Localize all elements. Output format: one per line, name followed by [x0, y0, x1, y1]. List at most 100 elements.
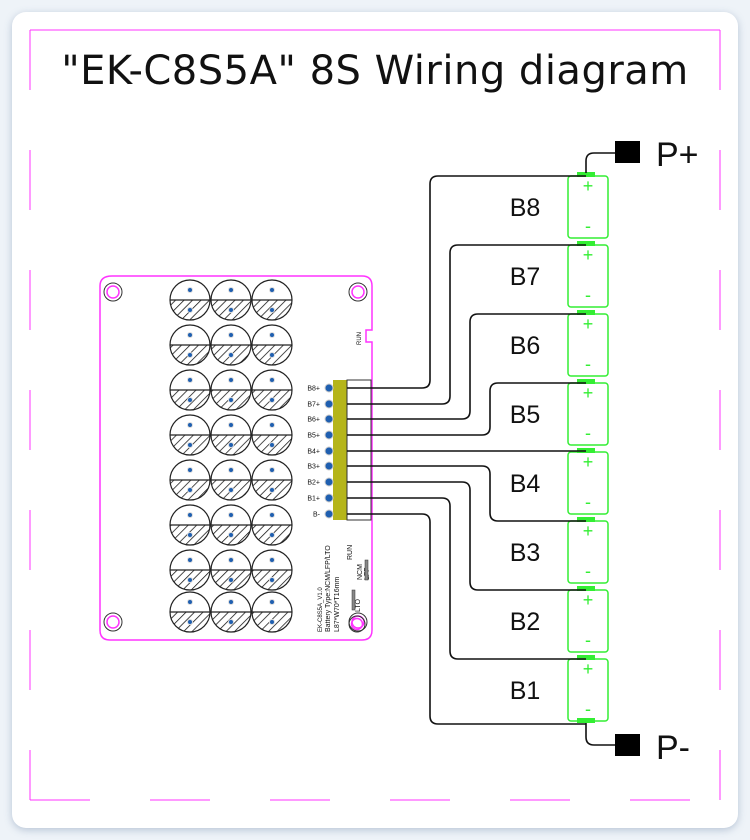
- battery-minus-sign: -: [585, 630, 591, 650]
- battery-minus-sign: -: [585, 423, 591, 443]
- bms-board: [99, 275, 373, 641]
- battery-plus-sign: +: [583, 245, 594, 265]
- balance-capacitor: [210, 324, 252, 366]
- capacitor-dot: [187, 619, 193, 625]
- pin-b-minus: [324, 509, 334, 519]
- balance-capacitor: [251, 369, 293, 411]
- mode-jumper: [364, 559, 369, 581]
- capacitor-dot: [228, 307, 234, 313]
- lto-jumper: [351, 589, 356, 611]
- board-dimensions: L87*W70*T16mm: [334, 577, 341, 632]
- capacitor-dot: [228, 512, 234, 518]
- battery-minus-sign: -: [585, 492, 591, 512]
- mounting-hole: [348, 282, 368, 302]
- pin-b7-plus: [324, 399, 334, 409]
- capacitor-dot: [228, 377, 234, 383]
- wire-8: [347, 513, 586, 725]
- switch-run-label: RUN: [347, 545, 354, 560]
- battery-terminal: [577, 586, 595, 591]
- pin-label: B1+: [307, 496, 320, 503]
- capacitor-dot: [187, 487, 193, 493]
- battery-plus-sign: +: [583, 176, 594, 196]
- battery-label-b3: B3: [510, 539, 541, 567]
- capacitor-dot: [187, 307, 193, 313]
- balance-capacitor: [251, 549, 293, 591]
- frame-dashed-lines: [29, 30, 721, 801]
- battery-plus-sign: +: [583, 314, 594, 334]
- capacitor-dot: [228, 599, 234, 605]
- wire-p-plus: [585, 152, 616, 173]
- wire-0: [347, 175, 586, 389]
- wire-7: [347, 497, 586, 660]
- battery-label-b6: B6: [510, 332, 541, 360]
- balance-capacitor: [210, 279, 252, 321]
- capacitor-dot: [187, 397, 193, 403]
- capacitor-dot: [269, 599, 275, 605]
- capacitor-dot: [269, 577, 275, 583]
- mounting-hole-ring: [106, 615, 120, 629]
- capacitor-dot: [187, 377, 193, 383]
- connector-housing: [346, 379, 372, 521]
- balance-capacitor: [251, 591, 293, 633]
- battery-plus-sign: +: [583, 590, 594, 610]
- wire-6: [347, 481, 586, 591]
- capacitor-dot: [269, 397, 275, 403]
- capacitor-dot: [228, 619, 234, 625]
- battery-terminal: [577, 310, 595, 315]
- capacitor-dot: [228, 352, 234, 358]
- capacitor-dot: [269, 532, 275, 538]
- run-label: RUN: [357, 332, 363, 345]
- balance-capacitor: [169, 504, 211, 546]
- balance-capacitor: [169, 591, 211, 633]
- board-battery-type: Battery Type:NCM/LFP/LTO: [325, 545, 332, 632]
- p-minus-label: P-: [656, 729, 690, 767]
- pin-label: B6+: [307, 417, 320, 424]
- capacitor-dot: [228, 442, 234, 448]
- capacitor-dot: [269, 467, 275, 473]
- capacitor-dot: [269, 512, 275, 518]
- capacitor-dot: [269, 442, 275, 448]
- capacitor-dot: [187, 532, 193, 538]
- pin-b5-plus: [324, 430, 334, 440]
- switch-ncm-label: NCM: [357, 564, 364, 580]
- p-plus-label: P+: [656, 136, 699, 174]
- balance-capacitor: [169, 369, 211, 411]
- diagram-title: "EK-C8S5A" 8S Wiring diagram: [61, 48, 689, 94]
- pin-label: B4+: [307, 449, 320, 456]
- mounting-hole-ring: [350, 617, 364, 631]
- capacitor-dot: [269, 619, 275, 625]
- battery-terminal: [577, 379, 595, 384]
- balance-capacitor: [210, 549, 252, 591]
- balance-capacitor: [251, 414, 293, 456]
- pin-label: B3+: [307, 464, 320, 471]
- pin-b4-plus: [324, 446, 334, 456]
- battery-label-b2: B2: [510, 608, 541, 636]
- battery-label-b5: B5: [510, 401, 541, 429]
- balance-capacitor: [169, 549, 211, 591]
- wire-p-minus: [585, 723, 616, 746]
- battery-terminal: [577, 718, 595, 723]
- capacitor-dot: [269, 557, 275, 563]
- p-minus-terminal: [615, 734, 640, 756]
- capacitor-dot: [228, 287, 234, 293]
- capacitor-dot: [269, 307, 275, 313]
- balance-capacitor: [210, 369, 252, 411]
- capacitor-dot: [228, 397, 234, 403]
- capacitor-dot: [228, 577, 234, 583]
- capacitor-dot: [187, 332, 193, 338]
- capacitor-dot: [187, 442, 193, 448]
- battery-label-b7: B7: [510, 263, 541, 291]
- pin-label: B8+: [307, 386, 320, 393]
- mounting-hole-ring: [106, 285, 120, 299]
- pin-b6-plus: [324, 414, 334, 424]
- battery-terminal: [577, 241, 595, 246]
- capacitor-dot: [228, 422, 234, 428]
- battery-terminal: [577, 655, 595, 660]
- capacitor-dot: [187, 599, 193, 605]
- battery-terminal: [577, 517, 595, 522]
- wire-2: [347, 313, 586, 420]
- wire-5: [347, 465, 586, 522]
- balance-capacitor: [169, 414, 211, 456]
- battery-terminal: [577, 172, 595, 177]
